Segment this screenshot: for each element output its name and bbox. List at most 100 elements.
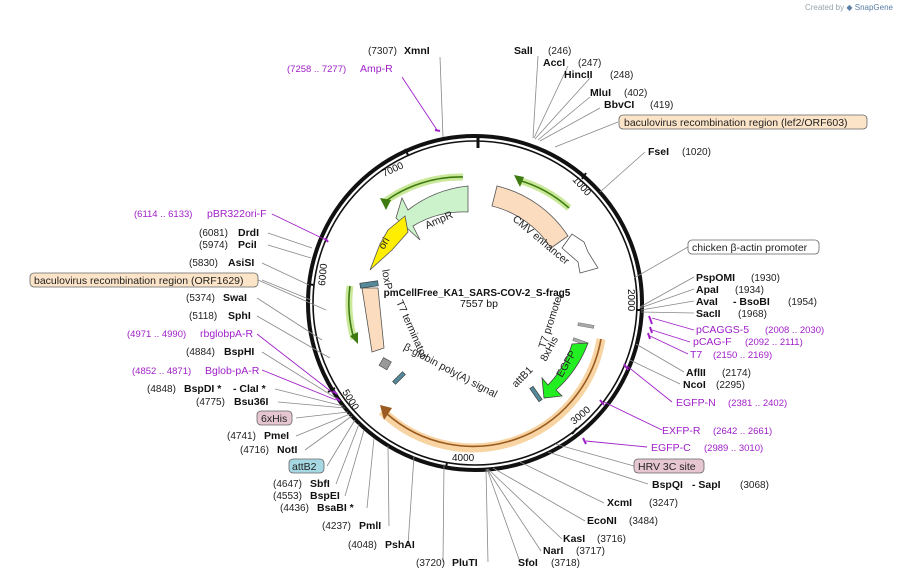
site-apai[interactable]: ApaI	[696, 284, 719, 296]
site-pshai[interactable]: PshAI	[385, 539, 415, 551]
box-lef2-label: baculovirus recombination region (lef2/O…	[624, 117, 848, 129]
site-drdi-pos: (6081)	[199, 228, 228, 239]
site-kasi[interactable]: KasI	[563, 533, 585, 545]
left-site-labels: (7307) XmnI (6081) DrdI (5974) PciI (583…	[147, 45, 430, 551]
ori-feature[interactable]	[369, 215, 409, 271]
bglobin-feature[interactable]	[378, 357, 392, 371]
attb1-feature[interactable]	[529, 385, 543, 403]
site-noti-pos: (4716)	[240, 445, 269, 456]
label-attb1: attB1	[510, 364, 536, 390]
primer-pcagf[interactable]: pCAG-F	[693, 336, 732, 348]
site-ncoi-pos: (2295)	[716, 380, 745, 391]
primer-ampr[interactable]: Amp-R	[360, 63, 393, 75]
site-bsphi-pos: (4884)	[186, 347, 215, 358]
site-xmni[interactable]: XmnI	[404, 45, 430, 57]
tick-1000: 1000	[570, 175, 593, 199]
site-aflii[interactable]: AflII	[686, 367, 706, 379]
site-pcii[interactable]: PciI	[238, 239, 257, 251]
site-ncoi[interactable]: NcoI	[683, 379, 706, 391]
site-mlui[interactable]: MluI	[590, 87, 611, 99]
primer-bglob[interactable]: Bglob-pA-R	[205, 365, 260, 377]
site-pspomi-pos: (1930)	[751, 273, 780, 284]
site-pluti[interactable]: PluTI	[452, 557, 478, 569]
right-site-labels: SalI (246) AccI (247) HincII (248) MluI …	[416, 45, 817, 569]
site-swai[interactable]: SwaI	[223, 292, 247, 304]
site-bspdi-pos: (4848)	[147, 384, 176, 395]
site-acci-pos: (247)	[578, 58, 601, 69]
site-sphi[interactable]: SphI	[228, 310, 251, 322]
site-hincii-pos: (248)	[610, 70, 633, 81]
cmv-enhancer-feature[interactable]	[491, 185, 569, 249]
t7-terminator-feature[interactable]	[361, 287, 385, 353]
primer-pcaggs[interactable]: pCAGGS-5	[696, 324, 749, 336]
site-pmei[interactable]: PmeI	[264, 430, 289, 442]
box-chicken-actin-label: chicken β-actin promoter	[692, 242, 808, 254]
primer-t7[interactable]: T7	[690, 349, 702, 361]
site-hincii[interactable]: HincII	[564, 69, 593, 81]
site-swai-pos: (5374)	[186, 293, 215, 304]
backbone-outer	[306, 134, 644, 472]
site-pshai-pos: (4048)	[348, 540, 377, 551]
site-drdi[interactable]: DrdI	[238, 227, 259, 239]
primer-exfpr-pos: (2642 .. 2661)	[713, 426, 772, 437]
tick-4000: 4000	[452, 453, 475, 464]
site-sacii[interactable]: SacII	[696, 308, 721, 320]
primer-exfpr[interactable]: EXFP-R	[662, 425, 701, 437]
primer-pcaggs-pos: (2008 .. 2030)	[765, 325, 824, 336]
site-sapi[interactable]: - SapI	[692, 479, 721, 491]
plasmid-size: 7557 bp	[460, 298, 498, 310]
snapgene-credit: Created by ◆ SnapGene	[805, 3, 893, 12]
box-attb2[interactable]	[288, 458, 325, 474]
site-sfoi-pos: (3718)	[551, 558, 580, 569]
site-bsabi[interactable]: BsaBI *	[317, 502, 355, 514]
box-hrv3c-label: HRV 3C site	[638, 461, 696, 473]
primer-egfpn[interactable]: EGFP-N	[676, 397, 716, 409]
site-bsu36i[interactable]: Bsu36I	[234, 396, 269, 408]
box-6xhis-label: 6xHis	[261, 413, 287, 425]
attb2-feature[interactable]	[392, 371, 406, 385]
site-bsphi[interactable]: BspHI	[224, 346, 254, 358]
site-xcmi[interactable]: XcmI	[607, 497, 632, 509]
site-sali[interactable]: SalI	[514, 45, 533, 57]
site-bsu36i-pos: (4775)	[196, 397, 225, 408]
primer-egfpc[interactable]: EGFP-C	[651, 442, 691, 454]
loxp-feature[interactable]	[359, 280, 379, 289]
site-acci[interactable]: AccI	[543, 57, 565, 69]
box-chicken-actin[interactable]	[687, 239, 820, 255]
primer-bglob-pos: (4852 .. 4871)	[132, 366, 191, 377]
site-asisi[interactable]: AsiSI	[228, 257, 254, 269]
site-bbvci[interactable]: BbvCI	[604, 99, 634, 111]
connector-lines	[256, 55, 695, 563]
chicken-actin-promoter-feature[interactable]	[561, 233, 599, 274]
site-bspdi[interactable]: BspDI *	[184, 383, 222, 395]
box-6xhis[interactable]	[256, 410, 293, 426]
site-pspomi[interactable]: PspOMI	[696, 272, 735, 284]
cmv-orf-arrowhead	[514, 175, 524, 187]
site-bspei[interactable]: BspEI	[310, 490, 340, 502]
site-econi[interactable]: EcoNI	[587, 515, 617, 527]
primer-egfpc-pos: (2989 .. 3010)	[704, 443, 763, 454]
site-bsobi[interactable]: - BsoBI	[733, 296, 770, 308]
box-hrv3c[interactable]	[633, 458, 705, 474]
site-avai[interactable]: AvaI	[696, 296, 718, 308]
site-sfoi[interactable]: SfoI	[518, 557, 538, 569]
primer-rbglob[interactable]: rbglobpA-R	[200, 328, 254, 340]
primer-rbglob-pos: (4971 .. 4990)	[127, 329, 186, 340]
site-nari[interactable]: NarI	[543, 545, 564, 557]
site-sbfi[interactable]: SbfI	[310, 478, 330, 490]
site-clai[interactable]: - ClaI *	[233, 383, 267, 395]
primer-pbr322[interactable]: pBR322ori-F	[207, 208, 267, 220]
egfp-feature[interactable]	[541, 342, 589, 399]
ampr-feature[interactable]	[395, 185, 469, 241]
primer-egfpn-pos: (2381 .. 2402)	[728, 398, 787, 409]
box-lef2[interactable]	[618, 114, 868, 130]
backbone-inner	[312, 140, 638, 466]
label-bglobin: β-globin poly(A) signal	[402, 341, 500, 400]
site-econi-pos: (3484)	[629, 516, 658, 527]
site-fsei[interactable]: FseI	[648, 146, 669, 158]
site-noti[interactable]: NotI	[277, 444, 297, 456]
box-orf1629[interactable]	[29, 272, 259, 288]
site-pmli[interactable]: PmlI	[359, 520, 381, 532]
site-bspqi[interactable]: BspQI	[652, 479, 683, 491]
credit-prefix: Created by	[804, 3, 845, 12]
